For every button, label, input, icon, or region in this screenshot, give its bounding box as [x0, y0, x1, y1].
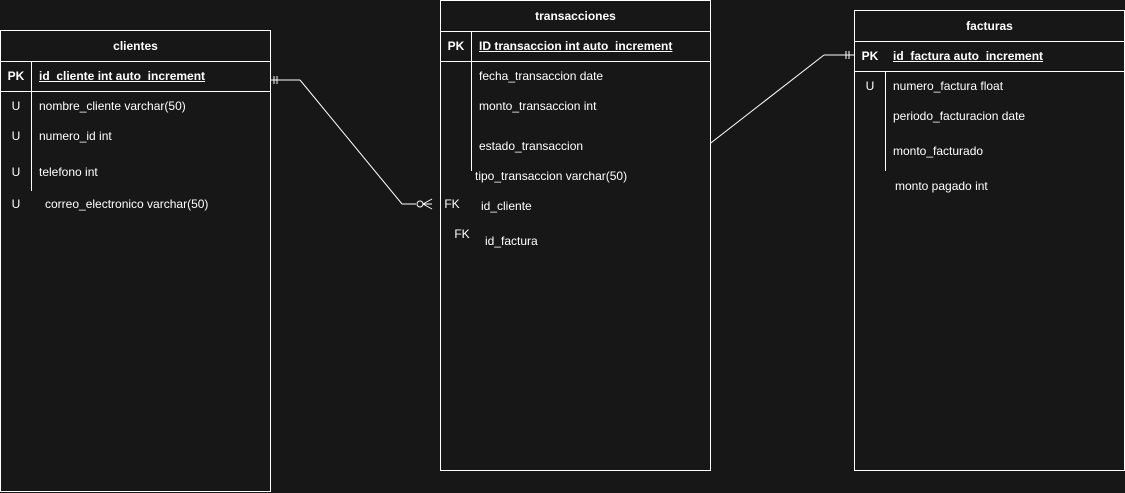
primary-key-row[interactable]: PK id_cliente int auto_increment — [1, 61, 270, 92]
key-column-divider — [885, 71, 886, 171]
field-row[interactable]: monto_facturado — [893, 144, 984, 158]
pk-label: PK — [7, 69, 25, 83]
fk-label: FK — [444, 197, 460, 211]
key-label: U — [11, 99, 21, 113]
field-row[interactable]: periodo_facturacion date — [893, 109, 1026, 123]
field-row[interactable]: fecha_transaccion date — [479, 69, 604, 83]
table-clientes[interactable]: clientes PK id_cliente int auto_incremen… — [0, 30, 271, 492]
primary-key-row[interactable]: PK ID transaccion int auto_increment — [441, 31, 710, 62]
table-title: transacciones — [441, 1, 710, 32]
key-label: U — [11, 165, 21, 179]
relationship-clientes-transacciones[interactable] — [271, 76, 433, 210]
field-row[interactable]: numero_id int — [39, 129, 112, 143]
field-row[interactable]: tipo_transaccion varchar(50) — [475, 169, 628, 183]
field-row[interactable]: monto pagado int — [895, 179, 988, 193]
field-row[interactable]: correo_electronico varchar(50) — [45, 197, 209, 211]
key-label: U — [865, 79, 875, 93]
primary-key-row[interactable]: PK id_factura auto_increment — [855, 41, 1124, 72]
connector-line — [299, 79, 416, 205]
field-row[interactable]: id_factura — [485, 234, 538, 248]
fk-label: FK — [454, 227, 470, 241]
table-title: facturas — [855, 11, 1124, 42]
field-row[interactable]: nombre_cliente varchar(50) — [39, 99, 186, 113]
crowfoot-mark — [422, 198, 433, 205]
key-column-divider — [471, 31, 472, 171]
table-transacciones[interactable]: transacciones PK ID transaccion int auto… — [440, 0, 711, 471]
field-row[interactable]: estado_transaccion — [479, 139, 584, 153]
pk-field: id_cliente int auto_increment — [39, 69, 206, 83]
field-row[interactable]: numero_factura float — [893, 79, 1004, 93]
pk-field: id_factura auto_increment — [893, 49, 1044, 63]
table-title: clientes — [1, 31, 270, 62]
table-facturas[interactable]: facturas PK id_factura auto_increment U … — [854, 10, 1125, 471]
field-row[interactable]: id_cliente — [481, 199, 532, 213]
field-row[interactable]: monto_transaccion int — [479, 99, 597, 113]
field-row[interactable]: telefono int — [39, 165, 98, 179]
zero-mark — [416, 200, 424, 208]
crowfoot-mark — [422, 203, 433, 210]
key-label: U — [11, 129, 21, 143]
pk-field: ID transaccion int auto_increment — [479, 39, 673, 53]
pk-label: PK — [861, 49, 879, 63]
key-column-divider — [31, 61, 32, 191]
key-label: U — [11, 197, 21, 211]
pk-label: PK — [447, 39, 465, 53]
